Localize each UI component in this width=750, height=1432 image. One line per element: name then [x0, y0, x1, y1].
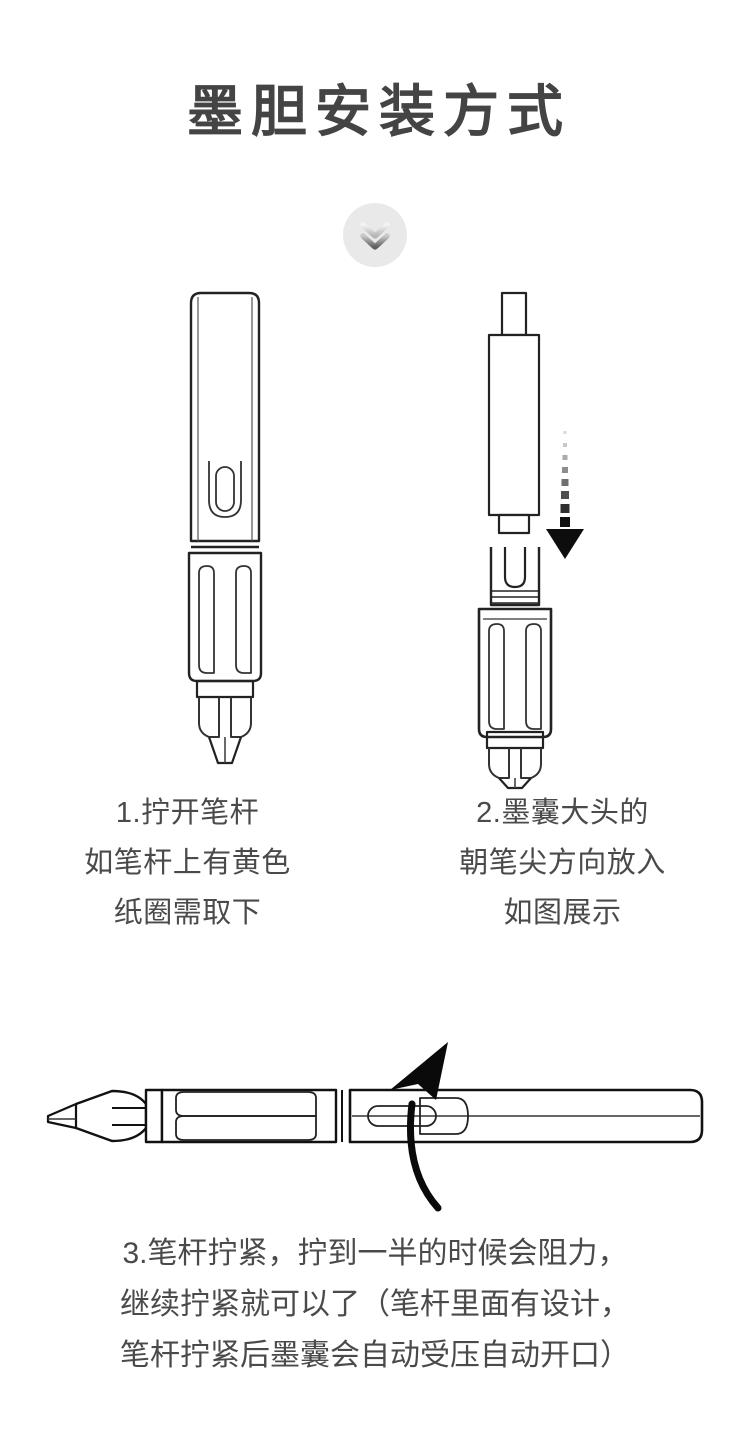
step-1-line-1: 1.拧开笔杆: [115, 797, 260, 829]
step-3-line-2: 继续拧紧就可以了（笔杆里面有设计，: [120, 1288, 630, 1321]
step-2-caption: 2.墨囊大头的 朝笔尖方向放入 如图展示: [375, 788, 750, 938]
step-1-line-3: 纸圈需取下: [113, 897, 262, 929]
figure-row-top: [0, 285, 750, 765]
step-1-caption: 1.拧开笔杆 如笔杆上有黄色 纸圈需取下: [0, 788, 375, 938]
step-3-line-1: 3.笔杆拧紧，拧到一半的时候会阻力，: [122, 1237, 628, 1270]
double-chevron-down-icon: [343, 203, 407, 267]
figure-pen-unscrewed: [115, 285, 335, 765]
figure-cartridge-insert: [405, 285, 625, 765]
step-2-line-2: 朝笔尖方向放入: [459, 847, 666, 879]
step-captions: 1.拧开笔杆 如笔杆上有黄色 纸圈需取下 2.墨囊大头的 朝笔尖方向放入 如图展…: [0, 788, 750, 938]
figure-pen-assembled-horizontal: [0, 1030, 750, 1220]
figure-cartridge-insert-nib: [485, 730, 545, 790]
page-title: 墨胆安装方式: [187, 80, 571, 143]
step-1-line-2: 如笔杆上有黄色: [84, 847, 291, 879]
step-3-caption: 3.笔杆拧紧，拧到一半的时候会阻力， 继续拧紧就可以了（笔杆里面有设计， 笔杆拧…: [0, 1228, 750, 1381]
step-2-line-1: 2.墨囊大头的: [476, 797, 649, 829]
step-2-line-3: 如图展示: [503, 897, 622, 929]
step-3-line-3: 笔杆拧紧后墨囊会自动受压自动开口）: [120, 1339, 630, 1372]
